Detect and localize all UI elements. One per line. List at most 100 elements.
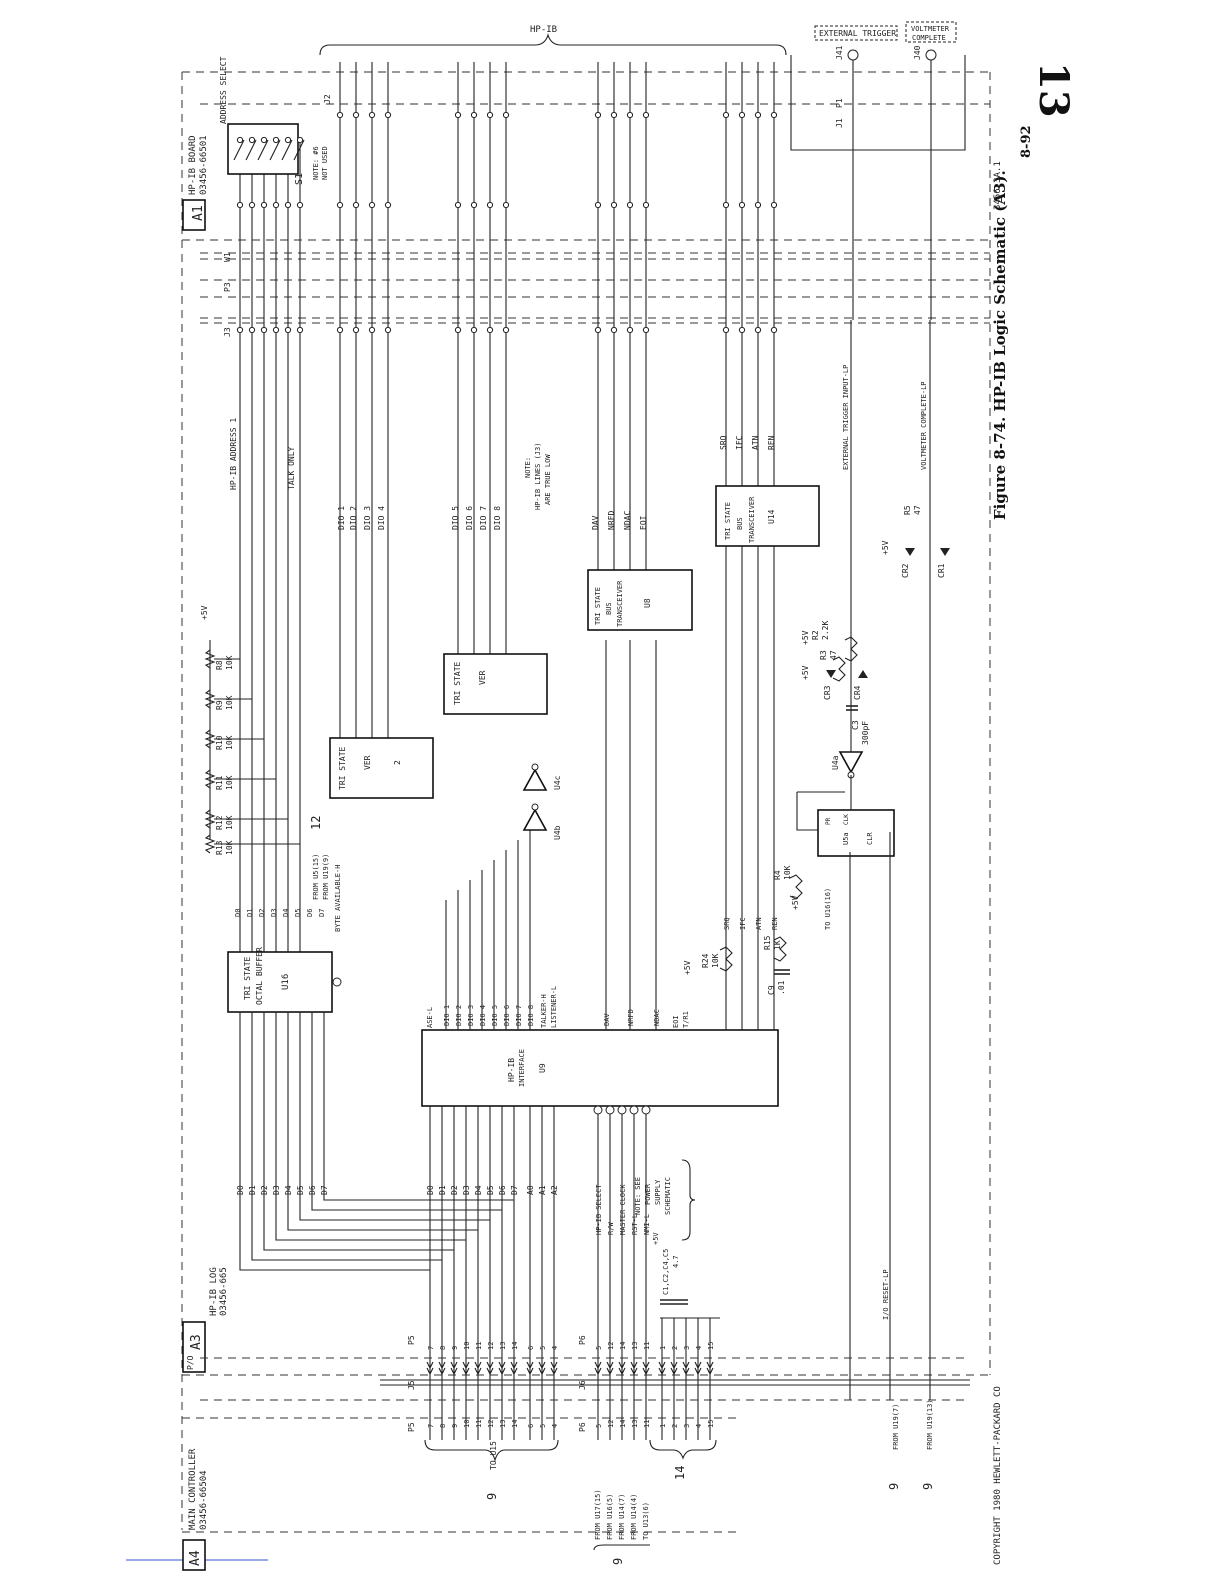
switch-arm	[293, 139, 305, 161]
switch-arm	[281, 139, 293, 161]
control-label: RST-L	[631, 1214, 639, 1235]
junction-node	[770, 111, 778, 119]
svg-text:TRANSCEIVER: TRANSCEIVER	[616, 580, 624, 627]
copyright-notice: COPYRIGHT 1980 HEWLETT-PACKARD CO	[993, 1386, 1003, 1565]
resistor-value: 10K	[225, 695, 234, 710]
svg-text:SRQ: SRQ	[719, 435, 728, 450]
u9-lower-label: D0	[426, 1185, 435, 1195]
u9-lower-label: D2	[450, 1185, 459, 1195]
svg-text:300pF: 300pF	[861, 721, 870, 745]
junction-node	[502, 326, 510, 334]
svg-text:+5V: +5V	[801, 630, 810, 645]
junction-node	[722, 111, 730, 119]
p5-pin-number: 10	[463, 1342, 471, 1350]
p5-pin-number: 11	[475, 1342, 483, 1350]
connector-chevron	[550, 1361, 558, 1376]
svg-text:J41: J41	[835, 45, 844, 60]
svg-text:FROM U14(4): FROM U14(4)	[630, 1494, 638, 1540]
u9-lower-label: D1	[438, 1185, 447, 1195]
svg-text:P/O: P/O	[186, 1355, 195, 1370]
junction-node	[384, 326, 392, 334]
junction-node	[272, 201, 280, 209]
junction-node	[642, 326, 650, 334]
svg-text:P5: P5	[407, 1335, 416, 1345]
svg-text:U8: U8	[643, 598, 652, 608]
svg-text:J2: J2	[323, 94, 332, 104]
p5-pin-number-lower: 12	[487, 1420, 495, 1428]
junction-node	[454, 201, 462, 209]
resistor-value: 10K	[225, 735, 234, 750]
switch-contact	[284, 136, 292, 144]
svg-text:03456-66504: 03456-66504	[199, 1470, 209, 1530]
assembly-a1-label: A1 HP-IB BOARD 03456-66501	[182, 135, 209, 231]
svg-text:U14: U14	[767, 509, 776, 524]
u9-bias-components: R24 10K +5V R15 1K C9 .01	[683, 935, 790, 995]
active-low-bubble	[605, 1105, 615, 1115]
p6-pin-number-lower: 5	[595, 1424, 603, 1428]
connector-chevron	[510, 1361, 518, 1376]
u9-mgmt-label: SRQ	[723, 917, 731, 930]
svg-text:U4c: U4c	[553, 775, 562, 790]
p5-pin-number: 4	[551, 1346, 559, 1350]
svg-text:HP-IB ADDRESS 1: HP-IB ADDRESS 1	[229, 418, 238, 490]
svg-text:FROM U19(13): FROM U19(13)	[926, 1399, 934, 1450]
svg-text:J5: J5	[407, 1380, 416, 1390]
resistor-ref: R12	[215, 815, 224, 830]
resistor-ref: R11	[215, 775, 224, 790]
junction-node	[248, 201, 256, 209]
svg-text:2.2K: 2.2K	[821, 621, 830, 640]
u16-to-bus	[323, 1012, 514, 1201]
svg-text:SUPPLY: SUPPLY	[654, 1179, 662, 1205]
svg-text:VOLTMETER: VOLTMETER	[911, 25, 950, 33]
u9-dio-label: DIO 8	[527, 1005, 535, 1026]
svg-text:TRI STATE: TRI STATE	[338, 746, 347, 790]
svg-text:U4a: U4a	[831, 755, 840, 770]
resistor-value: 10K	[225, 840, 234, 855]
p6-pin-number: 11	[643, 1342, 651, 1350]
control-label: HP-IB SELECT	[595, 1184, 603, 1235]
u9-lower-label: A2	[550, 1185, 559, 1195]
svg-text:ADDRESS SELECT: ADDRESS SELECT	[219, 56, 228, 124]
note-power-supply: NOTE: SEE POWER SUPPLY SCHEMATIC	[634, 1159, 696, 1241]
switch-contact	[272, 136, 280, 144]
svg-text:HP-IB LOG: HP-IB LOG	[209, 1267, 219, 1316]
p5-pin-number: 8	[439, 1346, 447, 1350]
p6-gnd-pin-lower: 4	[695, 1424, 703, 1428]
u9-dio-label: DIO 3	[467, 1005, 475, 1026]
svg-text:9: 9	[611, 1558, 625, 1565]
junction-node	[754, 201, 762, 209]
junction-node	[470, 201, 478, 209]
switch-contact	[260, 136, 268, 144]
active-low-bubble	[617, 1105, 627, 1115]
svg-text:C3: C3	[851, 720, 860, 730]
u16-lower-label: D4	[284, 1185, 293, 1195]
p6-pin-number-lower: 11	[643, 1420, 651, 1428]
svg-text:10K: 10K	[711, 953, 720, 968]
svg-text:FROM U17(15): FROM U17(15)	[594, 1489, 602, 1540]
svg-text:+5V: +5V	[200, 605, 209, 620]
svg-text:FROM U19(7): FROM U19(7)	[892, 1404, 900, 1450]
p6-pin-number-lower: 13	[631, 1420, 639, 1428]
connector-chevron	[486, 1361, 494, 1376]
p5-pin-number: 7	[427, 1346, 435, 1350]
junction-node	[368, 111, 376, 119]
u9-dio-label: DIO 7	[515, 1005, 523, 1026]
junction-node	[272, 326, 280, 334]
svg-text:A1: A1	[191, 205, 206, 221]
switch-arm	[257, 139, 269, 161]
p6-gnd-pin-number: 3	[683, 1346, 691, 1350]
p5-pin-number-lower: 14	[511, 1420, 519, 1428]
hpib-bus-brace: HP-IB	[319, 25, 787, 56]
connector-chevron	[438, 1361, 446, 1376]
svg-text:R3: R3	[819, 650, 828, 660]
u16-lower-label: D0	[236, 1185, 245, 1195]
u9-handshake-label: NRFD	[627, 1009, 635, 1026]
svg-text:U9: U9	[538, 1063, 547, 1073]
junction-node	[754, 326, 762, 334]
svg-text:BUS: BUS	[736, 517, 744, 530]
svg-text:R5: R5	[903, 505, 912, 515]
